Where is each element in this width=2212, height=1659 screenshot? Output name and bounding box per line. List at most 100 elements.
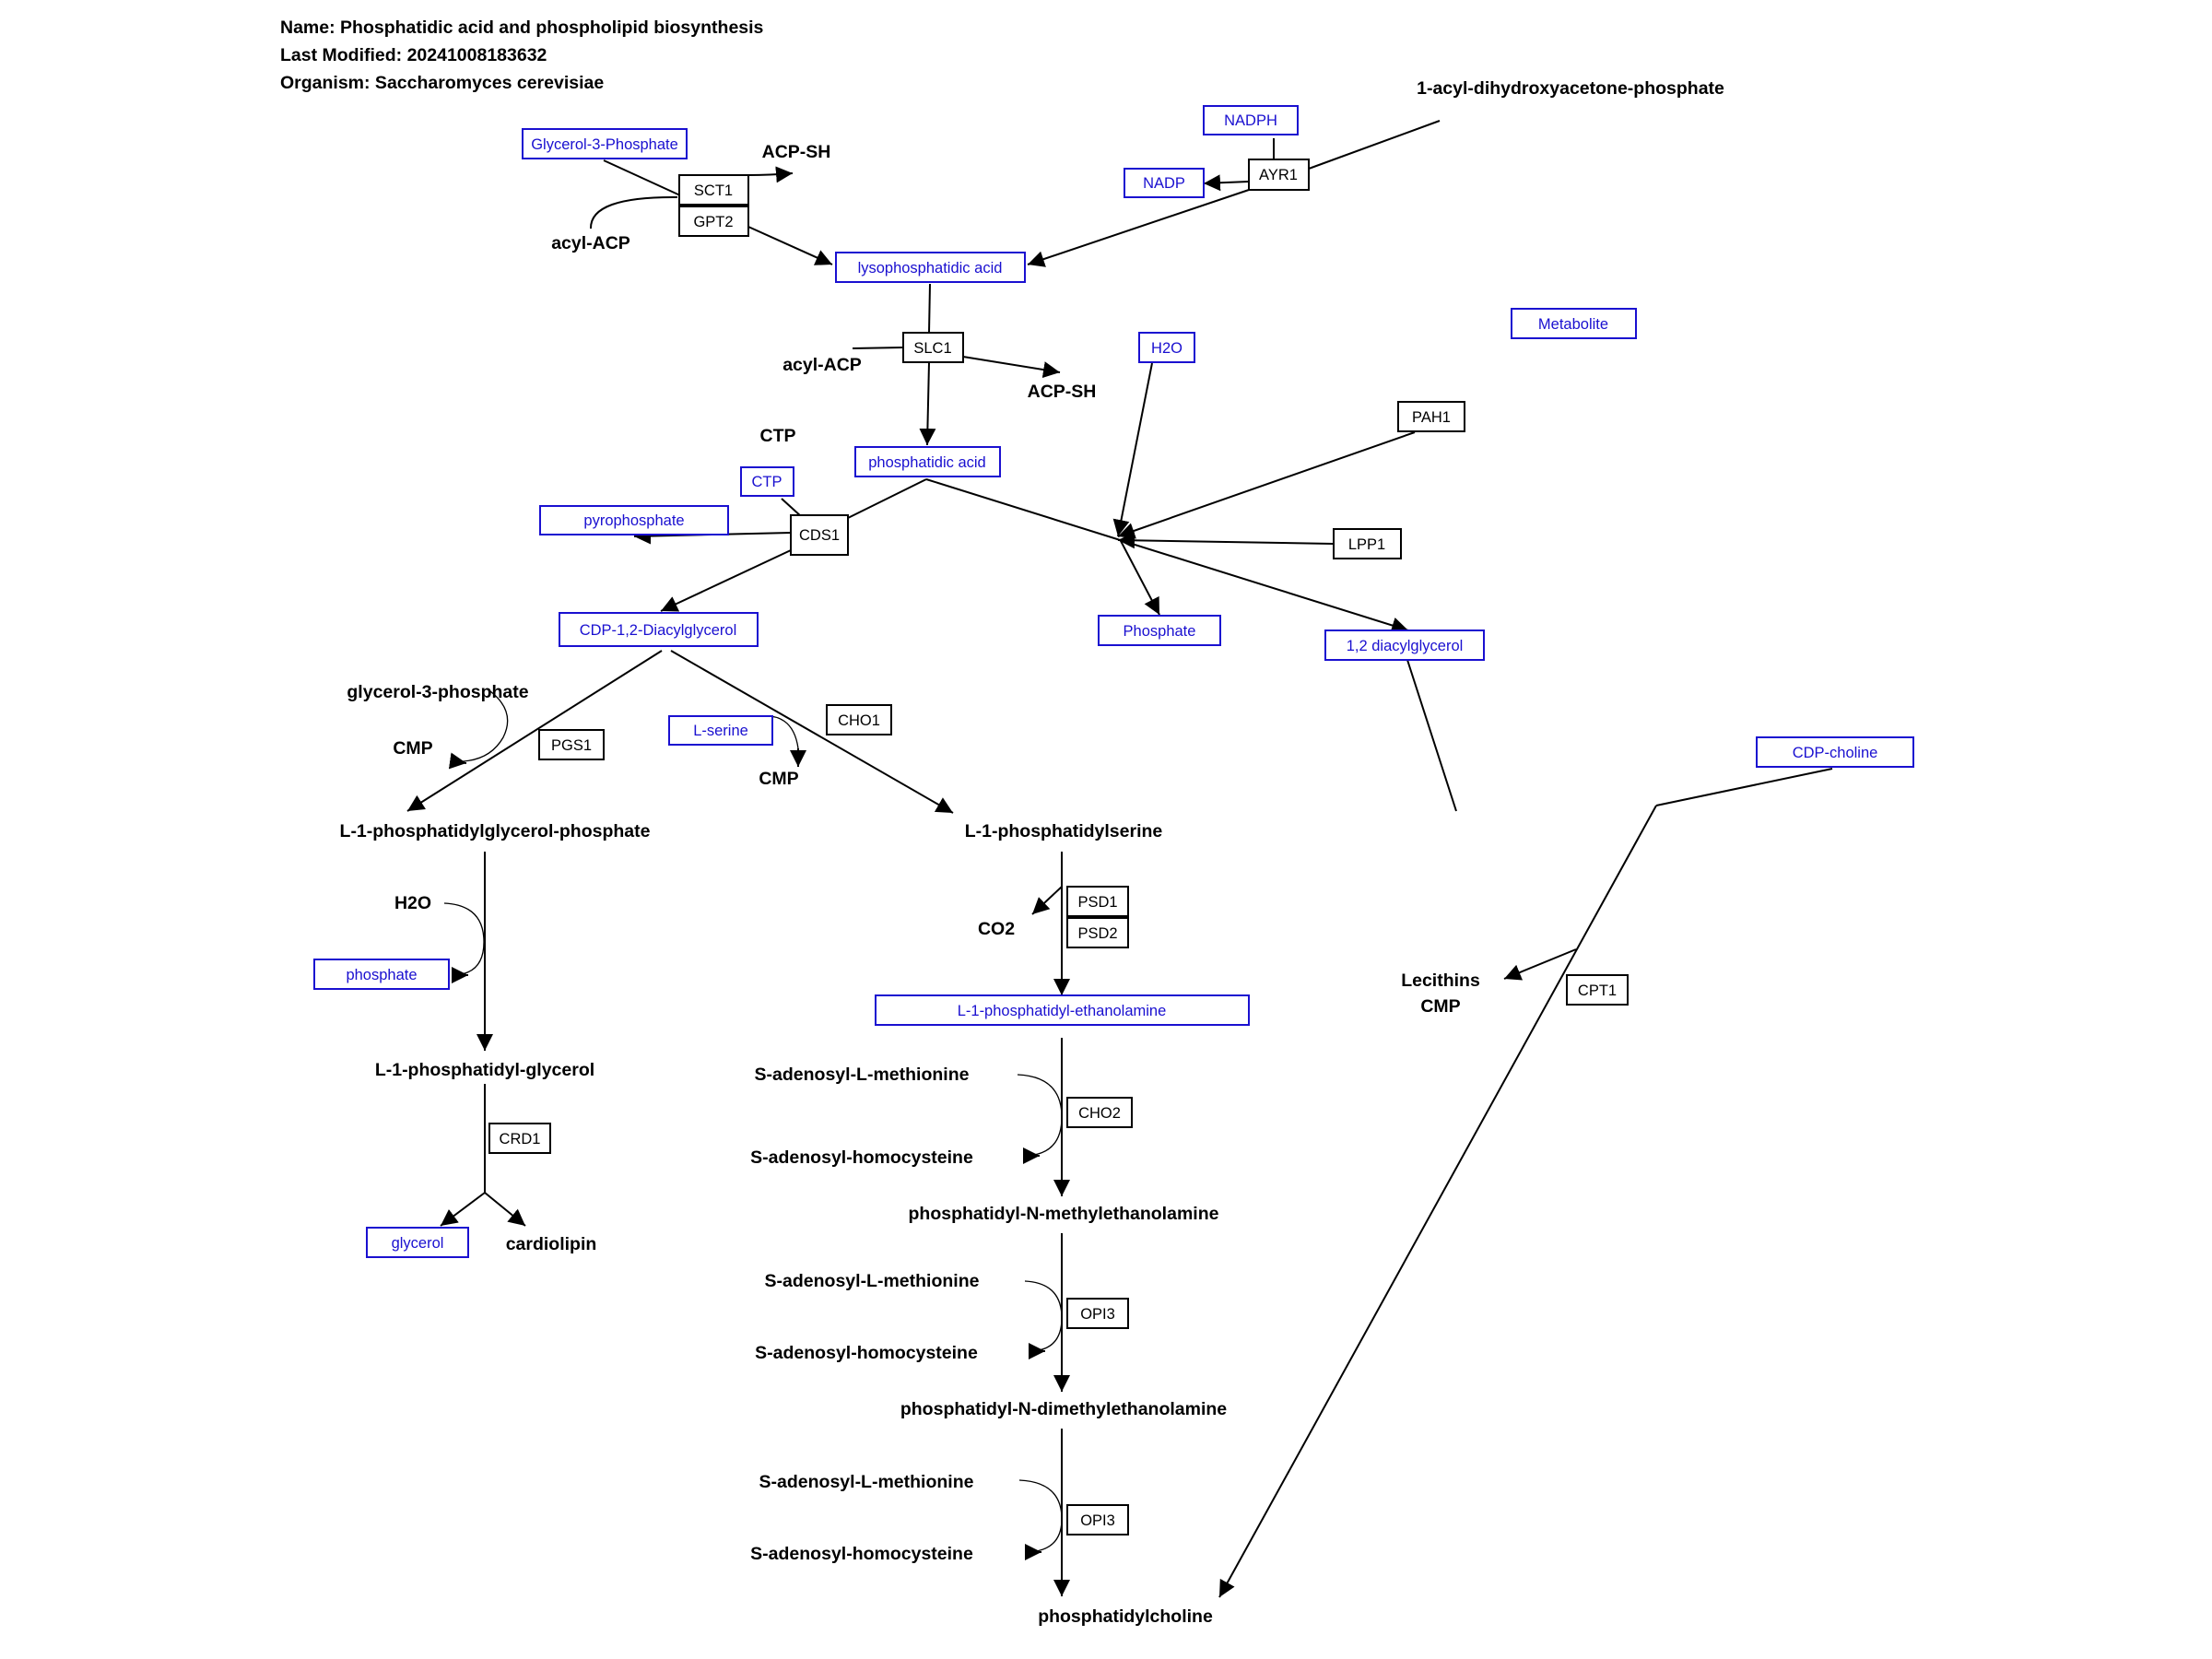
gene-label: CPT1 — [1578, 982, 1617, 999]
edge-lecithins-out — [1503, 948, 1577, 981]
metabolite-label: pyrophosphate — [583, 512, 684, 529]
metabolite-diacylglycerol[interactable]: 1,2 diacylglycerol — [1324, 629, 1485, 661]
gene-cpt1[interactable]: CPT1 — [1566, 974, 1629, 1006]
organism: Organism: Saccharomyces cerevisiae — [280, 73, 604, 93]
label-sam-3: S-adenosyl-L-methionine — [759, 1472, 974, 1492]
metabolite-label: L-serine — [693, 723, 748, 739]
metabolite-cdp-choline[interactable]: CDP-choline — [1756, 736, 1914, 768]
metabolite-pyrophosphate[interactable]: pyrophosphate — [539, 505, 729, 535]
gene-label: AYR1 — [1259, 167, 1298, 183]
metabolite-label: H2O — [1151, 340, 1182, 357]
gene-label: CRD1 — [500, 1131, 541, 1147]
edge-nadp-out — [1203, 174, 1250, 192]
metabolite-label: CDP-1,2-Diacylglycerol — [580, 622, 737, 639]
metabolite-nadp[interactable]: NADP — [1124, 168, 1205, 198]
label-pg-phosphate: L-1-phosphatidylglycerol-phosphate — [340, 821, 651, 841]
metabolite-l-serine[interactable]: L-serine — [668, 715, 773, 746]
gene-opi3-a[interactable]: OPI3 — [1066, 1298, 1129, 1329]
metabolite-label: L-1-phosphatidyl-ethanolamine — [958, 1003, 1167, 1019]
edge-cpt1-to-pc — [1218, 805, 1657, 1598]
gene-label: PSD1 — [1077, 894, 1117, 911]
label-glycerol-3-phosphate: glycerol-3-phosphate — [347, 682, 528, 702]
gene-label: CHO2 — [1078, 1105, 1121, 1122]
edge-phosphate-out — [1119, 538, 1160, 616]
label-phosphatidyl-glycerol: L-1-phosphatidyl-glycerol — [375, 1060, 594, 1080]
edge-cmp-out-1 — [448, 752, 467, 770]
edge-lpp1-catalysis — [1117, 532, 1335, 549]
label-sam-1: S-adenosyl-L-methionine — [755, 1065, 970, 1085]
gene-cho2[interactable]: CHO2 — [1066, 1097, 1133, 1128]
metabolite-phosphatidic-acid[interactable]: phosphatidic acid — [854, 446, 1001, 477]
edge-ayr1-to-lpa — [1027, 189, 1250, 267]
metabolite-phosphate-lower[interactable]: phosphate — [313, 959, 450, 990]
metabolite-ctp[interactable]: CTP — [740, 466, 794, 497]
metabolite-nadph[interactable]: NADPH — [1203, 105, 1299, 135]
gene-label: OPI3 — [1080, 1512, 1115, 1529]
label-sah-3: S-adenosyl-homocysteine — [750, 1544, 973, 1564]
metabolite-l-1-phosphatidyl-ethanolamine[interactable]: L-1-phosphatidyl-ethanolamine — [875, 994, 1250, 1026]
label-co2: CO2 — [978, 919, 1015, 939]
metabolite-label: CTP — [752, 474, 782, 490]
label-acyl-dhap: 1-acyl-dihydroxyacetone-phosphate — [1417, 78, 1724, 99]
metabolite-label: CDP-choline — [1793, 745, 1878, 761]
label-lecithins: Lecithins — [1401, 971, 1480, 991]
gene-gpt2[interactable]: GPT2 — [678, 206, 749, 237]
metabolite-label: 1,2 diacylglycerol — [1347, 638, 1464, 654]
last-modified: Last Modified: 20241008183632 — [280, 45, 547, 65]
gene-lpp1[interactable]: LPP1 — [1333, 528, 1402, 559]
metabolite-cdp-diacylglycerol[interactable]: CDP-1,2-Diacylglycerol — [559, 612, 759, 647]
edge-g3p-to-sct1 — [603, 159, 681, 196]
gene-label: SLC1 — [913, 340, 951, 357]
edge-cdpdag-to-pgp — [406, 650, 663, 812]
label-acp-sh-1: ACP-SH — [762, 142, 831, 162]
gene-slc1[interactable]: SLC1 — [902, 332, 964, 363]
edge-sam-sah-arc-2 — [1024, 1280, 1063, 1352]
label-phosphatidylcholine: phosphatidylcholine — [1038, 1606, 1213, 1627]
edge-acp-sh-out-2 — [962, 356, 1061, 379]
gene-label: PSD2 — [1077, 925, 1117, 942]
label-ctp: CTP — [760, 426, 796, 446]
gene-label: PGS1 — [551, 737, 592, 754]
free-labels: 1-acyl-dihydroxyacetone-phosphate ACP-SH… — [340, 78, 1724, 1627]
edge-acyl-acp-in-2 — [852, 347, 904, 349]
metabolite-label: Glycerol-3-Phosphate — [531, 136, 678, 153]
edge-cds1-to-cdpdag — [660, 549, 792, 612]
gene-cho1[interactable]: CHO1 — [826, 704, 892, 735]
metabolite-label: NADP — [1143, 175, 1185, 192]
gene-psd1[interactable]: PSD1 — [1066, 886, 1129, 917]
gene-ayr1[interactable]: AYR1 — [1248, 159, 1310, 191]
gene-label: LPP1 — [1348, 536, 1385, 553]
label-phosphatidylserine: L-1-phosphatidylserine — [965, 821, 1163, 841]
metabolite-phosphate-upper[interactable]: Phosphate — [1098, 615, 1221, 646]
metabolite-glycerol[interactable]: glycerol — [366, 1227, 469, 1258]
edge-sam-sah-arc-1 — [1017, 1074, 1063, 1157]
edge-cdpdag-to-ps — [670, 650, 954, 814]
gene-pah1[interactable]: PAH1 — [1397, 401, 1465, 432]
edge-dag-to-cpt1 — [1406, 659, 1457, 812]
label-h2o-lower: H2O — [394, 893, 431, 913]
gene-crd1[interactable]: CRD1 — [488, 1123, 551, 1154]
label-sah-2: S-adenosyl-homocysteine — [755, 1343, 978, 1363]
gene-label: GPT2 — [693, 214, 733, 230]
gene-opi3-b[interactable]: OPI3 — [1066, 1504, 1129, 1535]
gene-label: CHO1 — [838, 712, 880, 729]
gene-cds1[interactable]: CDS1 — [790, 514, 849, 556]
gene-pgs1[interactable]: PGS1 — [538, 729, 605, 760]
edge-g3p-cmp-arc — [453, 690, 509, 762]
gene-psd2[interactable]: PSD2 — [1066, 917, 1129, 948]
label-sam-2: S-adenosyl-L-methionine — [765, 1271, 980, 1291]
edge-cdp-choline-in — [1655, 768, 1833, 806]
gene-label: OPI3 — [1080, 1306, 1115, 1323]
pathway-name: Name: Phosphatidic acid and phospholipid… — [280, 18, 764, 38]
label-pme: phosphatidyl-N-methylethanolamine — [909, 1204, 1219, 1224]
edge-cardiolipin-out — [484, 1192, 526, 1227]
edge-sam-sah-arc-3 — [1018, 1479, 1063, 1553]
gene-sct1[interactable]: SCT1 — [678, 174, 749, 206]
metabolite-glycerol-3-phosphate[interactable]: Glycerol-3-Phosphate — [522, 128, 688, 159]
metabolite-lysophosphatidic-acid[interactable]: lysophosphatidic acid — [835, 252, 1026, 283]
edge-gpt2-to-lpa — [747, 226, 833, 265]
metabolite-h2o-top[interactable]: H2O — [1138, 332, 1195, 363]
metabolite-generic[interactable]: Metabolite — [1511, 308, 1637, 339]
edge-pa-to-dag — [925, 478, 1409, 634]
label-cardiolipin: cardiolipin — [506, 1234, 597, 1254]
